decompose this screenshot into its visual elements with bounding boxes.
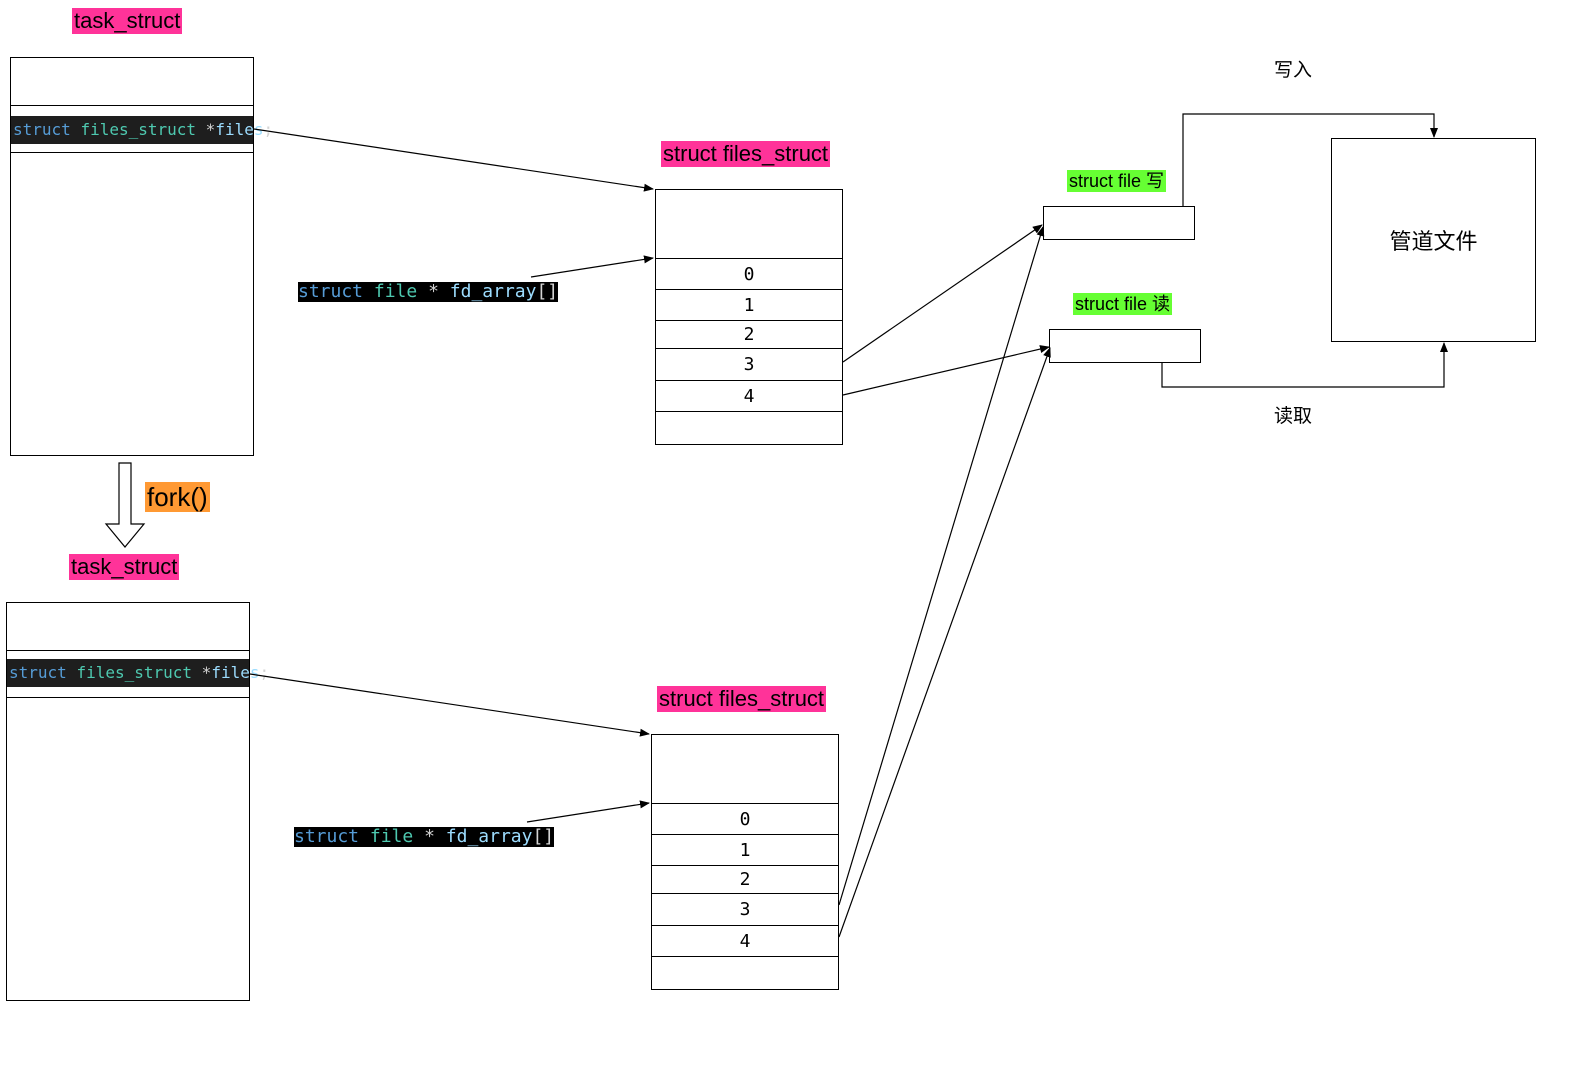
child-fd-row-4: 4 (652, 925, 838, 956)
code-keyword: struct (9, 663, 67, 682)
child-task-struct-box: struct files_struct *files; (6, 602, 269, 1001)
child-fd-row-empty (652, 956, 838, 990)
pipe-file-box: 管道文件 (1331, 138, 1536, 342)
code-star: * (424, 826, 435, 847)
code-keyword: struct (294, 826, 360, 847)
child-task-divider-top (7, 650, 249, 651)
fork-label: fork() (145, 482, 210, 512)
child-fd-array-arrow (526, 800, 650, 823)
child-task-divider-bottom (7, 697, 249, 698)
code-punct: ; (259, 663, 270, 682)
read-from-pipe-arrow (1161, 342, 1448, 388)
child-fd-array-code: struct file * fd_array[] (294, 826, 555, 847)
parent-fd-row-1: 1 (656, 289, 842, 320)
parent-files-member: struct files_struct *files; (11, 116, 273, 144)
fork-down-arrow-icon (104, 462, 146, 548)
code-type: files_struct (80, 120, 197, 139)
parent-task-divider-top (11, 105, 253, 106)
parent-task-divider-bottom (11, 152, 253, 153)
parent-task-struct-box: struct files_struct *files; (10, 57, 273, 456)
code-star: * (428, 281, 439, 302)
parent-fd4-to-read-arrow (842, 345, 1050, 396)
parent-fd3-to-write-arrow (842, 224, 1043, 363)
parent-fd-array-arrow (530, 255, 654, 278)
file-write-label: struct file 写 (1067, 170, 1167, 192)
child-files-struct-box: 0 1 2 3 4 (651, 734, 839, 990)
code-type: file (369, 826, 414, 847)
code-var: files (211, 663, 260, 682)
pipe-file-label: 管道文件 (1389, 230, 1478, 255)
parent-files-pointer-arrow (253, 128, 654, 192)
child-fd3-to-write-arrow (838, 226, 1045, 906)
parent-fd-row-0: 0 (656, 258, 842, 289)
child-files-pointer-arrow (249, 673, 650, 737)
child-task-struct-label: task_struct (69, 554, 180, 580)
file-write-box (1043, 206, 1195, 240)
write-action-label: 写入 (1274, 59, 1313, 81)
parent-fd-row-empty (656, 411, 842, 445)
code-var: fd_array (449, 281, 537, 302)
child-fd-row-3: 3 (652, 893, 838, 925)
parent-fd-array-code: struct file * fd_array[] (298, 281, 559, 302)
child-files-struct-label: struct files_struct (657, 686, 827, 712)
parent-task-struct-label: task_struct (72, 8, 183, 34)
code-star: * (201, 663, 212, 682)
code-bracket: [] (532, 826, 555, 847)
code-type: file (373, 281, 418, 302)
child-files-member: struct files_struct *files; (7, 659, 269, 687)
parent-files-struct-label: struct files_struct (661, 141, 831, 167)
code-keyword: struct (13, 120, 71, 139)
code-punct: ; (263, 120, 274, 139)
file-read-label: struct file 读 (1073, 293, 1173, 315)
parent-fd-row-4: 4 (656, 380, 842, 411)
code-bracket: [] (536, 281, 559, 302)
code-var: fd_array (445, 826, 533, 847)
parent-fd-row-2: 2 (656, 320, 842, 348)
code-keyword: struct (298, 281, 364, 302)
read-action-label: 读取 (1274, 405, 1313, 427)
file-read-box (1049, 329, 1201, 363)
child-fd-row-2: 2 (652, 865, 838, 893)
code-var: files (215, 120, 264, 139)
code-star: * (205, 120, 216, 139)
child-fd-row-1: 1 (652, 834, 838, 865)
child-fd-row-0: 0 (652, 803, 838, 834)
parent-files-struct-box: 0 1 2 3 4 (655, 189, 843, 445)
child-fd4-to-read-arrow (838, 347, 1051, 938)
code-type: files_struct (76, 663, 193, 682)
parent-fd-row-3: 3 (656, 348, 842, 380)
